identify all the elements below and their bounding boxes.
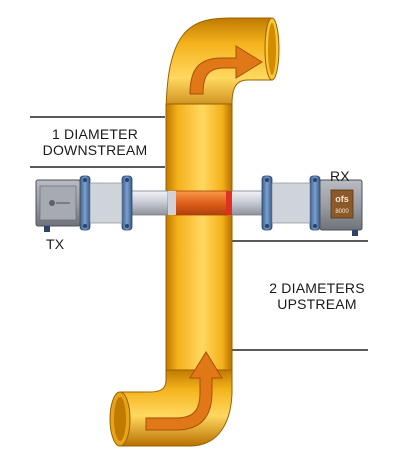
upstream-label-line1: 2 DIAMETERS (269, 280, 365, 296)
upstream-label-line2: UPSTREAM (277, 296, 357, 312)
flange-tx-inner (121, 175, 133, 231)
rx-label: RX (330, 168, 350, 184)
downstream-label: 1 DIAMETER DOWNSTREAM (30, 126, 160, 158)
receiver-badge: ofs (335, 194, 349, 204)
svg-text:8000: 8000 (335, 209, 349, 215)
upstream-label: 2 DIAMETERS UPSTREAM (232, 280, 402, 312)
tx-label: TX (46, 236, 65, 252)
receiver-box-icon: ofs 8000 (319, 179, 363, 236)
flow-arrow-icon (145, 351, 223, 431)
downstream-label-line2: DOWNSTREAM (42, 142, 148, 158)
flow-arrow-icon (189, 45, 263, 95)
pipe-vertical-body (165, 103, 233, 395)
flange-rx-inner (261, 175, 273, 231)
pipe-bottom-bend (119, 369, 233, 447)
transmitter-box-icon (35, 179, 81, 232)
measurement-window (173, 190, 229, 216)
flange-rx-outer (309, 175, 321, 231)
flange-tx-outer (79, 175, 91, 231)
downstream-label-line1: 1 DIAMETER (51, 126, 138, 142)
